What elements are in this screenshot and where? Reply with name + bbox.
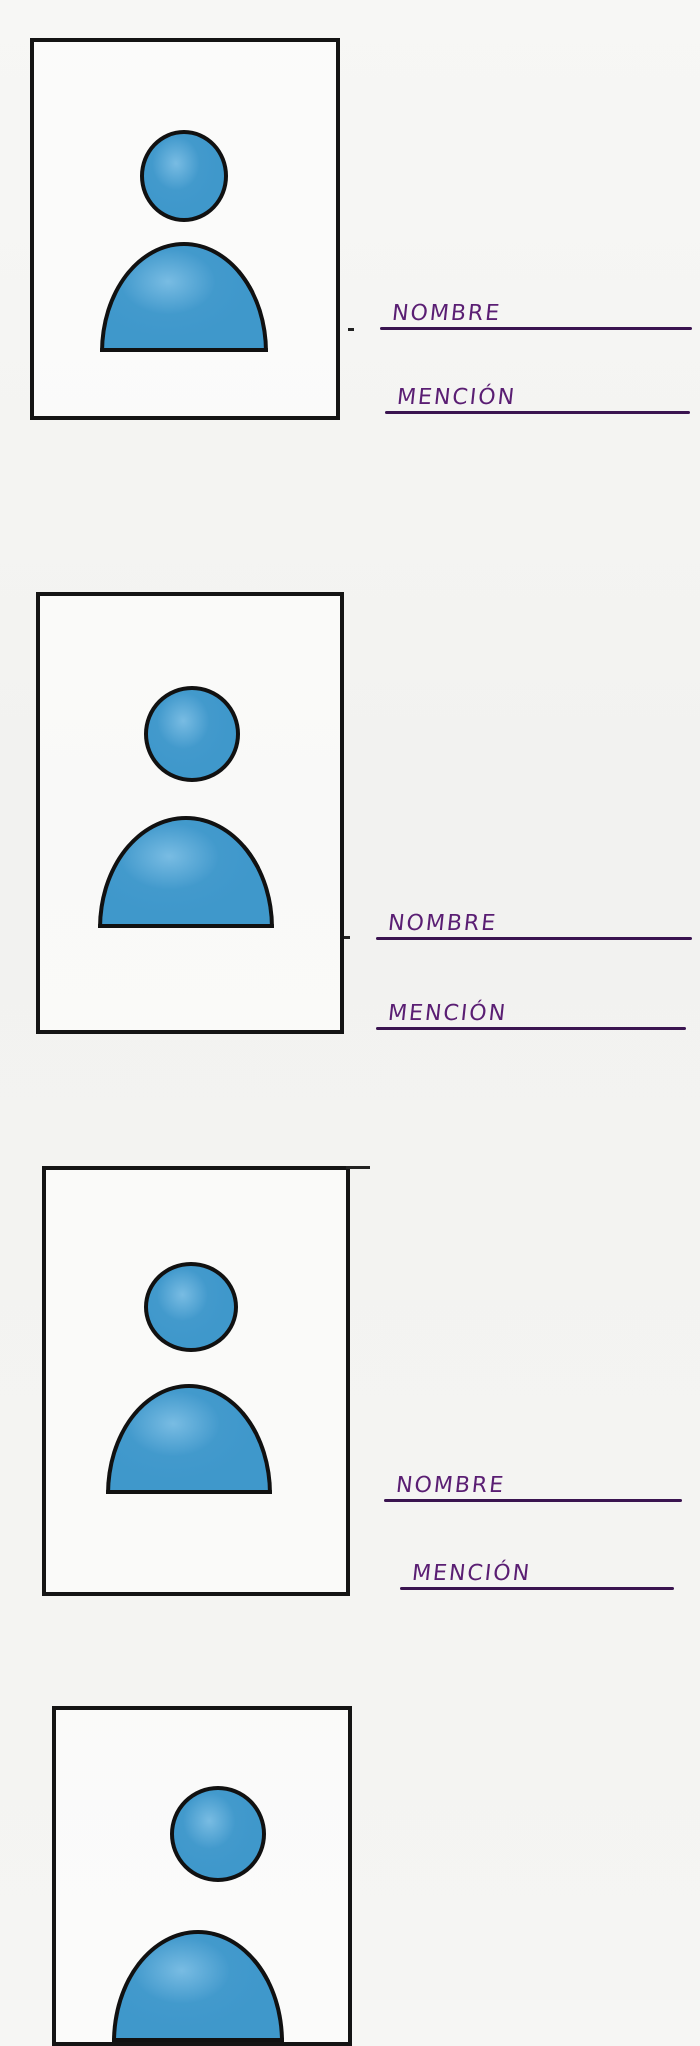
- name-underline: [380, 327, 692, 330]
- mention-underline: [385, 411, 690, 414]
- name-underline: [384, 1499, 682, 1502]
- photo-frame: [42, 1166, 350, 1596]
- profile-card-1: NOMBRE MENCIÓN: [0, 0, 700, 430]
- name-label: NOMBRE: [390, 301, 503, 326]
- mention-label: MENCIÓN: [386, 1001, 509, 1026]
- name-field: NOMBRE: [380, 288, 692, 330]
- head-shape: [144, 1262, 238, 1352]
- person-placeholder-icon: [106, 1262, 278, 1498]
- mention-underline: [376, 1027, 686, 1030]
- head-shape: [170, 1786, 266, 1882]
- torso-shape: [98, 816, 274, 928]
- mention-field: MENCIÓN: [385, 372, 690, 414]
- name-underline: [376, 937, 692, 940]
- person-placeholder-icon: [100, 130, 270, 355]
- connector-tick: [348, 328, 354, 331]
- mention-field: MENCIÓN: [400, 1546, 674, 1590]
- name-field: NOMBRE: [384, 1460, 682, 1502]
- person-placeholder-icon: [108, 1786, 288, 2046]
- torso-shape: [100, 242, 268, 352]
- head-shape: [140, 130, 228, 222]
- mention-field: MENCIÓN: [376, 988, 686, 1030]
- torso-shape: [112, 1930, 284, 2042]
- person-placeholder-icon: [98, 686, 276, 932]
- torso-shape: [106, 1384, 272, 1494]
- profile-card-2: NOMBRE MENCIÓN: [0, 580, 700, 1040]
- profile-card-4: [0, 1700, 700, 2046]
- head-shape: [144, 686, 240, 782]
- mention-label: MENCIÓN: [410, 1561, 533, 1586]
- photo-frame: [36, 592, 344, 1034]
- connector-tick: [346, 1166, 370, 1169]
- profile-card-3: NOMBRE MENCIÓN: [0, 1160, 700, 1610]
- photo-frame: [30, 38, 340, 420]
- name-field: NOMBRE: [376, 898, 692, 940]
- name-label: NOMBRE: [386, 911, 499, 936]
- mention-underline: [400, 1587, 674, 1590]
- mention-label: MENCIÓN: [395, 385, 518, 410]
- connector-tick: [344, 936, 350, 939]
- name-label: NOMBRE: [394, 1473, 507, 1498]
